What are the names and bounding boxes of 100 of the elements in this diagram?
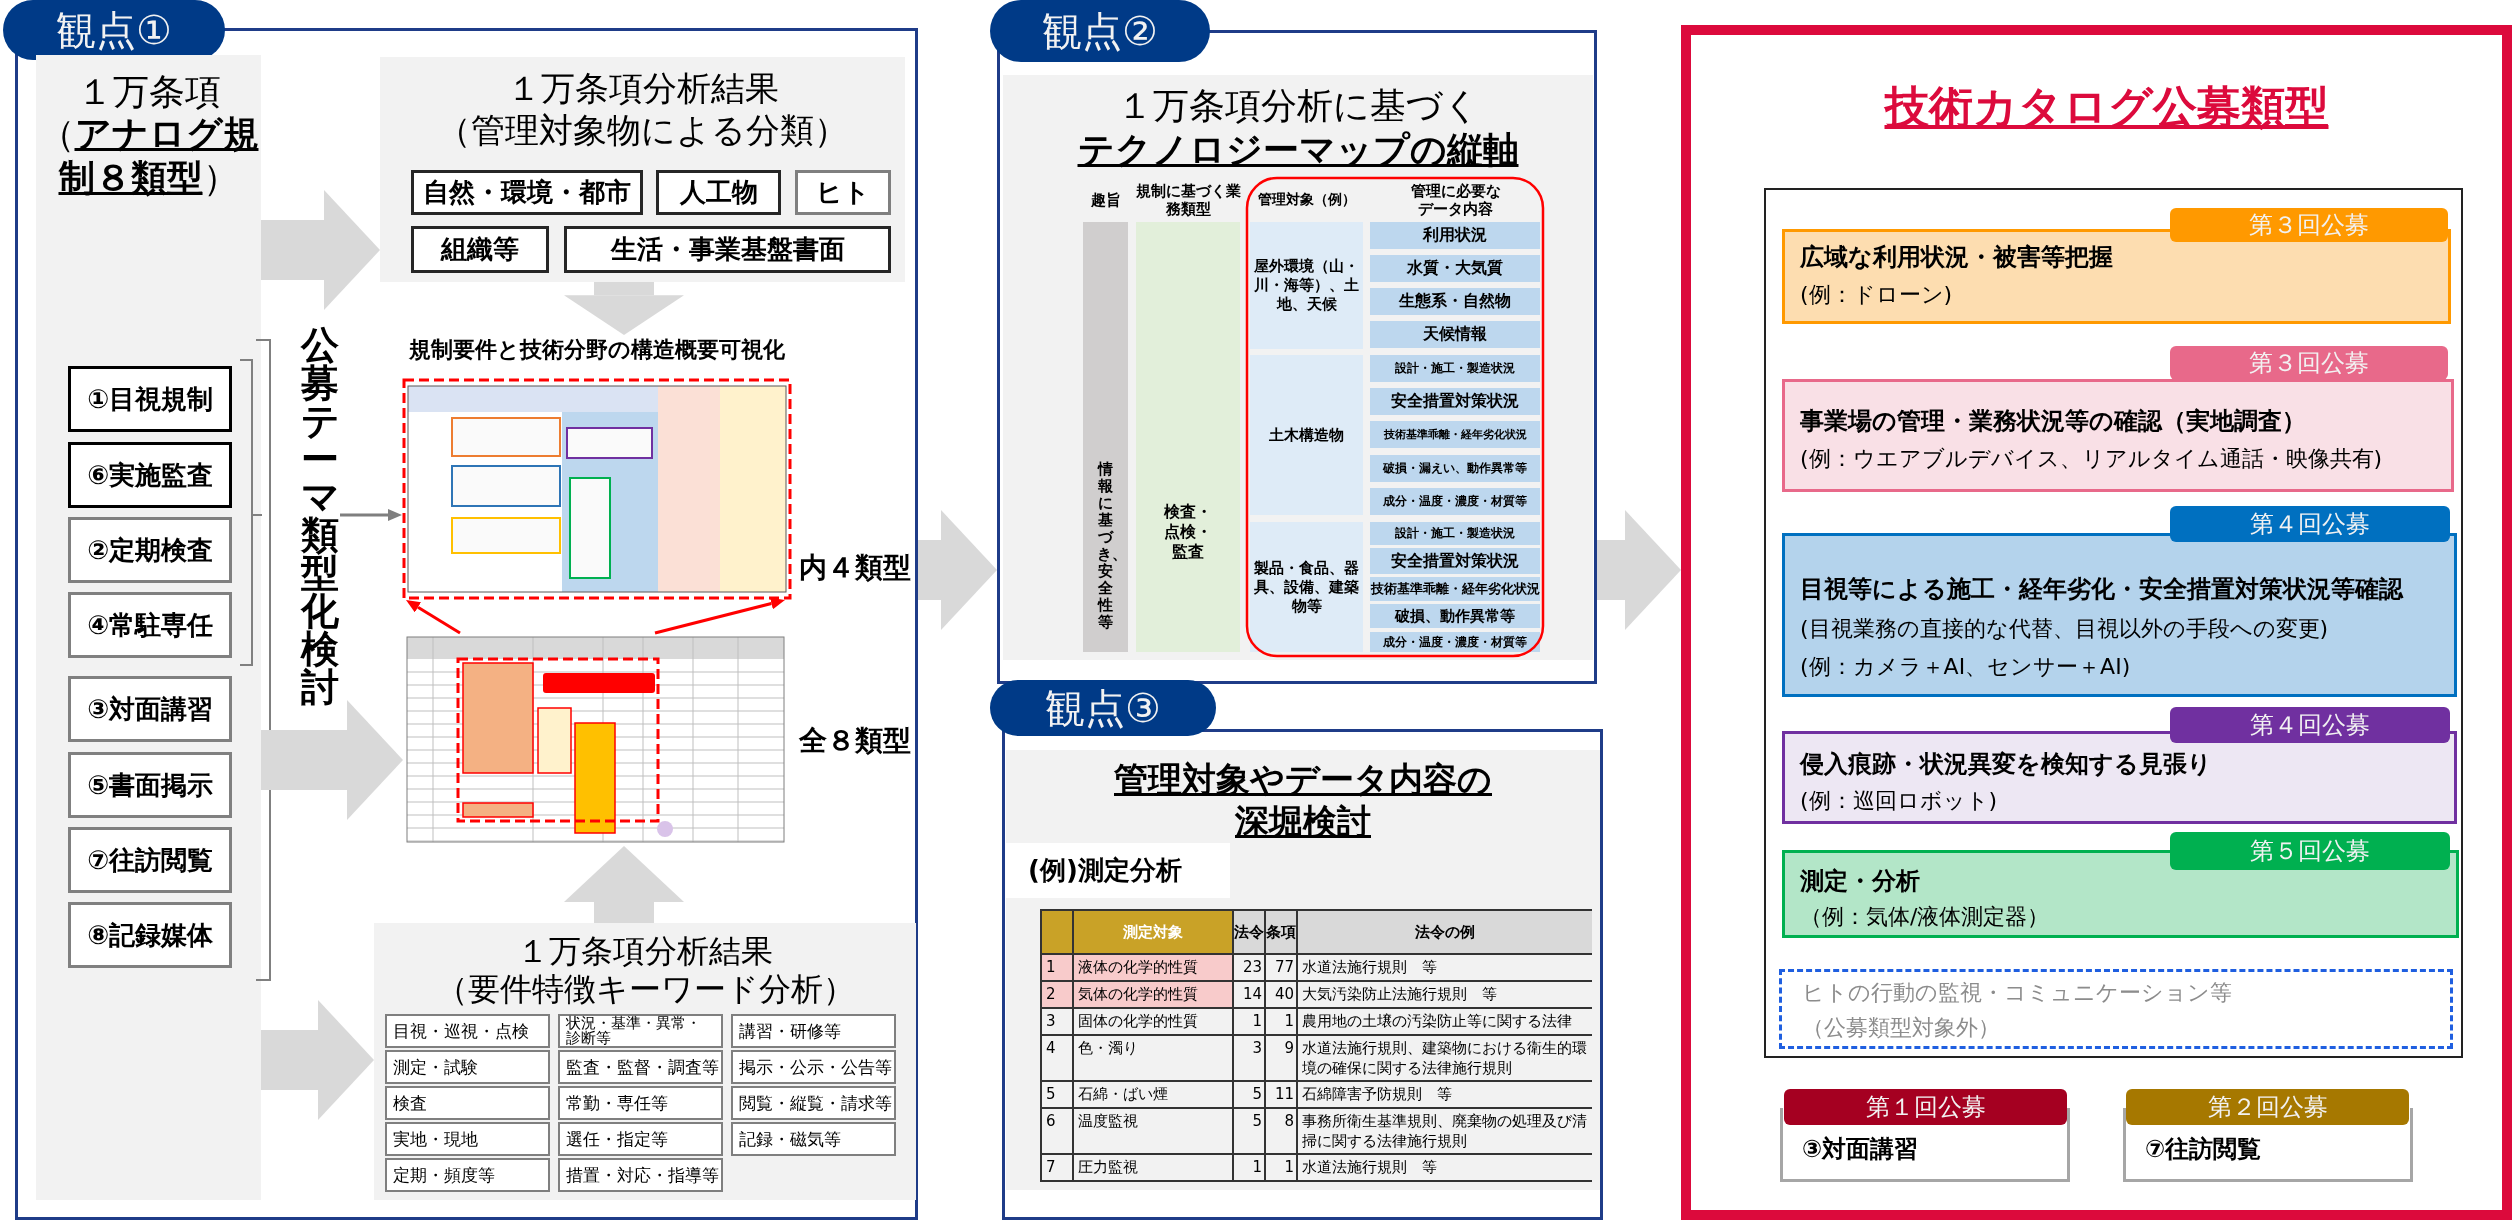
table-cell: 破損・漏えい、動作異常等	[1370, 455, 1540, 482]
example-text: (例：ドローン)	[1800, 281, 1953, 309]
table-cell: 設計・施工・製造状況	[1370, 522, 1540, 545]
card-heading: ③対面講習	[1802, 1134, 1919, 1165]
card-heading: 測定・分析	[1800, 866, 1920, 897]
example-text: (目視業務の直接的な代替、目視以外の手段への変更)	[1800, 615, 2329, 643]
table-cell: 水道法施行規則、建築物における衛生的環境の確保に関する法律施行規則	[1296, 1036, 1592, 1082]
table-cell: 安全措置対策状況	[1370, 388, 1540, 415]
block-arrow	[261, 190, 380, 310]
panel-background	[36, 55, 261, 1200]
keyword-box: 記録・磁気等	[731, 1122, 896, 1156]
panel-frame	[1681, 25, 2512, 1220]
keyword-box: 講習・研修等	[731, 1014, 896, 1048]
table-cell: 5	[1232, 1082, 1264, 1109]
table-cell: 8	[1264, 1109, 1296, 1155]
keyword-box: 措置・対応・指導等	[558, 1158, 723, 1192]
heading: 技術カタログ公募類型	[1883, 80, 2330, 134]
table-cell: 水道法施行規則 等	[1296, 955, 1592, 982]
keyword-box: 検査	[385, 1086, 550, 1120]
table-cell: 石綿・ばい煙	[1072, 1082, 1232, 1109]
keyword-box: 実地・現地	[385, 1122, 550, 1156]
table-cell: 条項	[1264, 909, 1296, 955]
table-cell: 成分・温度・濃度・材質等	[1370, 632, 1540, 652]
vertical-heading: 公募テーマ類型化検討	[300, 326, 340, 706]
table-cell: 土木構造物	[1250, 355, 1363, 515]
table-cell: 測定対象	[1072, 909, 1232, 955]
tab-label: 第３回公募	[2170, 208, 2448, 242]
table-cell: 安全措置対策状況	[1370, 548, 1540, 574]
panel-subtitle: （管理対象物による分類）	[436, 109, 849, 150]
table-cell: 14	[1232, 982, 1264, 1009]
table-cell: 天候情報	[1370, 321, 1540, 348]
block-arrow	[261, 700, 403, 820]
table-cell: 設計・施工・製造状況	[1370, 355, 1540, 382]
category-box: 人工物	[656, 170, 781, 215]
panel-subtitle: （アナログ規制８類型）	[37, 112, 260, 200]
table-cell: 1	[1264, 1155, 1296, 1182]
table-cell: 農用地の土壌の汚染防止等に関する法律	[1296, 1009, 1592, 1036]
table-cell: 生態系・自然物	[1370, 288, 1540, 315]
table-cell: 水道法施行規則 等	[1296, 1155, 1592, 1182]
card-heading: 事業場の管理・業務状況等の確認（実地調査）	[1800, 406, 2306, 437]
dashed-box	[1779, 969, 2453, 1049]
table-cell: 温度監視	[1072, 1109, 1232, 1155]
table-cell: 利用状況	[1370, 222, 1540, 249]
panel-title: １万条項分析結果	[516, 931, 774, 970]
table-cell: 40	[1264, 982, 1296, 1009]
table-cell: 4	[1040, 1036, 1072, 1082]
tab-label: 観点①	[3, 0, 225, 60]
table-cell: 技術基準乖離・経年劣化状況	[1370, 577, 1540, 601]
caption-text: 全８類型	[798, 722, 912, 759]
example-text: (例：カメラ＋AI、センサー＋AI)	[1800, 653, 2131, 681]
subheading: (例)測定分析	[1006, 843, 1230, 898]
table-cell: 11	[1264, 1082, 1296, 1109]
panel-background	[380, 57, 905, 282]
panel-subtitle: テクノロジーマップの縦軸	[1076, 128, 1520, 172]
table-cell: 大気汚染防止法施行規則 等	[1296, 982, 1592, 1009]
heading: ヒトの行動の監視・コミュニケーション等	[1802, 979, 2232, 1007]
table-cell: 情報に基づき、安全性等	[1083, 222, 1128, 652]
table-cell: 成分・温度・濃度・材質等	[1370, 488, 1540, 515]
outline-box	[1764, 188, 2463, 1058]
panel-subtitle: （要件特徴キーワード分析）	[434, 969, 856, 1008]
card-heading: ⑦往訪閲覧	[2145, 1134, 2262, 1165]
panel-title: １万条項分析に基づく	[1115, 84, 1481, 126]
table-cell: 3	[1232, 1036, 1264, 1082]
panel-title: 管理対象やデータ内容の深堀検討	[1113, 758, 1493, 843]
table-cell: 5	[1232, 1109, 1264, 1155]
heading: 規制要件と技術分野の構造概要可視化	[408, 336, 786, 364]
tab-label: 第３回公募	[2170, 346, 2448, 380]
example-text: （例：気体/液体測定器）	[1800, 903, 2050, 931]
card-heading: 侵入痕跡・状況異変を検知する見張り	[1800, 749, 2212, 780]
block-arrow	[564, 846, 684, 923]
keyword-box: 閲覧・縦覧・請求等	[731, 1086, 896, 1120]
tab-label: 第２回公募	[2126, 1089, 2409, 1125]
column-header: 趣旨	[1089, 189, 1122, 211]
keyword-box: 掲示・公示・公告等	[731, 1050, 896, 1084]
table-cell: 1	[1040, 955, 1072, 982]
tab-label: 第５回公募	[2170, 832, 2450, 870]
table-cell: 7	[1040, 1155, 1072, 1182]
block-arrow	[564, 282, 684, 335]
table-cell: 水質・大気質	[1370, 255, 1540, 282]
block-arrow	[918, 510, 997, 630]
keyword-box: 常勤・専任等	[558, 1086, 723, 1120]
table-cell: 1	[1232, 1155, 1264, 1182]
table-cell: 気体の化学的性質	[1072, 982, 1232, 1009]
caption-text: 内４類型	[798, 549, 912, 586]
note-text: （公募類型対象外）	[1802, 1014, 2000, 1042]
table-cell: 77	[1264, 955, 1296, 982]
table-cell: 6	[1040, 1109, 1072, 1155]
tab-label: 観点③	[990, 680, 1216, 736]
keyword-box: 選任・指定等	[558, 1122, 723, 1156]
keyword-box: 定期・頻度等	[385, 1158, 550, 1192]
card-heading: 目視等による施工・経年劣化・安全措置対策状況等確認	[1800, 574, 2403, 605]
table-cell: 1	[1264, 1009, 1296, 1036]
table-cell: 9	[1264, 1036, 1296, 1082]
block-arrow	[1597, 510, 1681, 630]
table-cell: 3	[1040, 1009, 1072, 1036]
panel-title: １万条項分析結果	[505, 67, 780, 108]
column-header: 規制に基づく業務類型	[1134, 181, 1242, 220]
keyword-box: 測定・試験	[385, 1050, 550, 1084]
tab-label: 第４回公募	[2170, 707, 2450, 743]
category-box: 自然・環境・都市	[411, 170, 643, 215]
